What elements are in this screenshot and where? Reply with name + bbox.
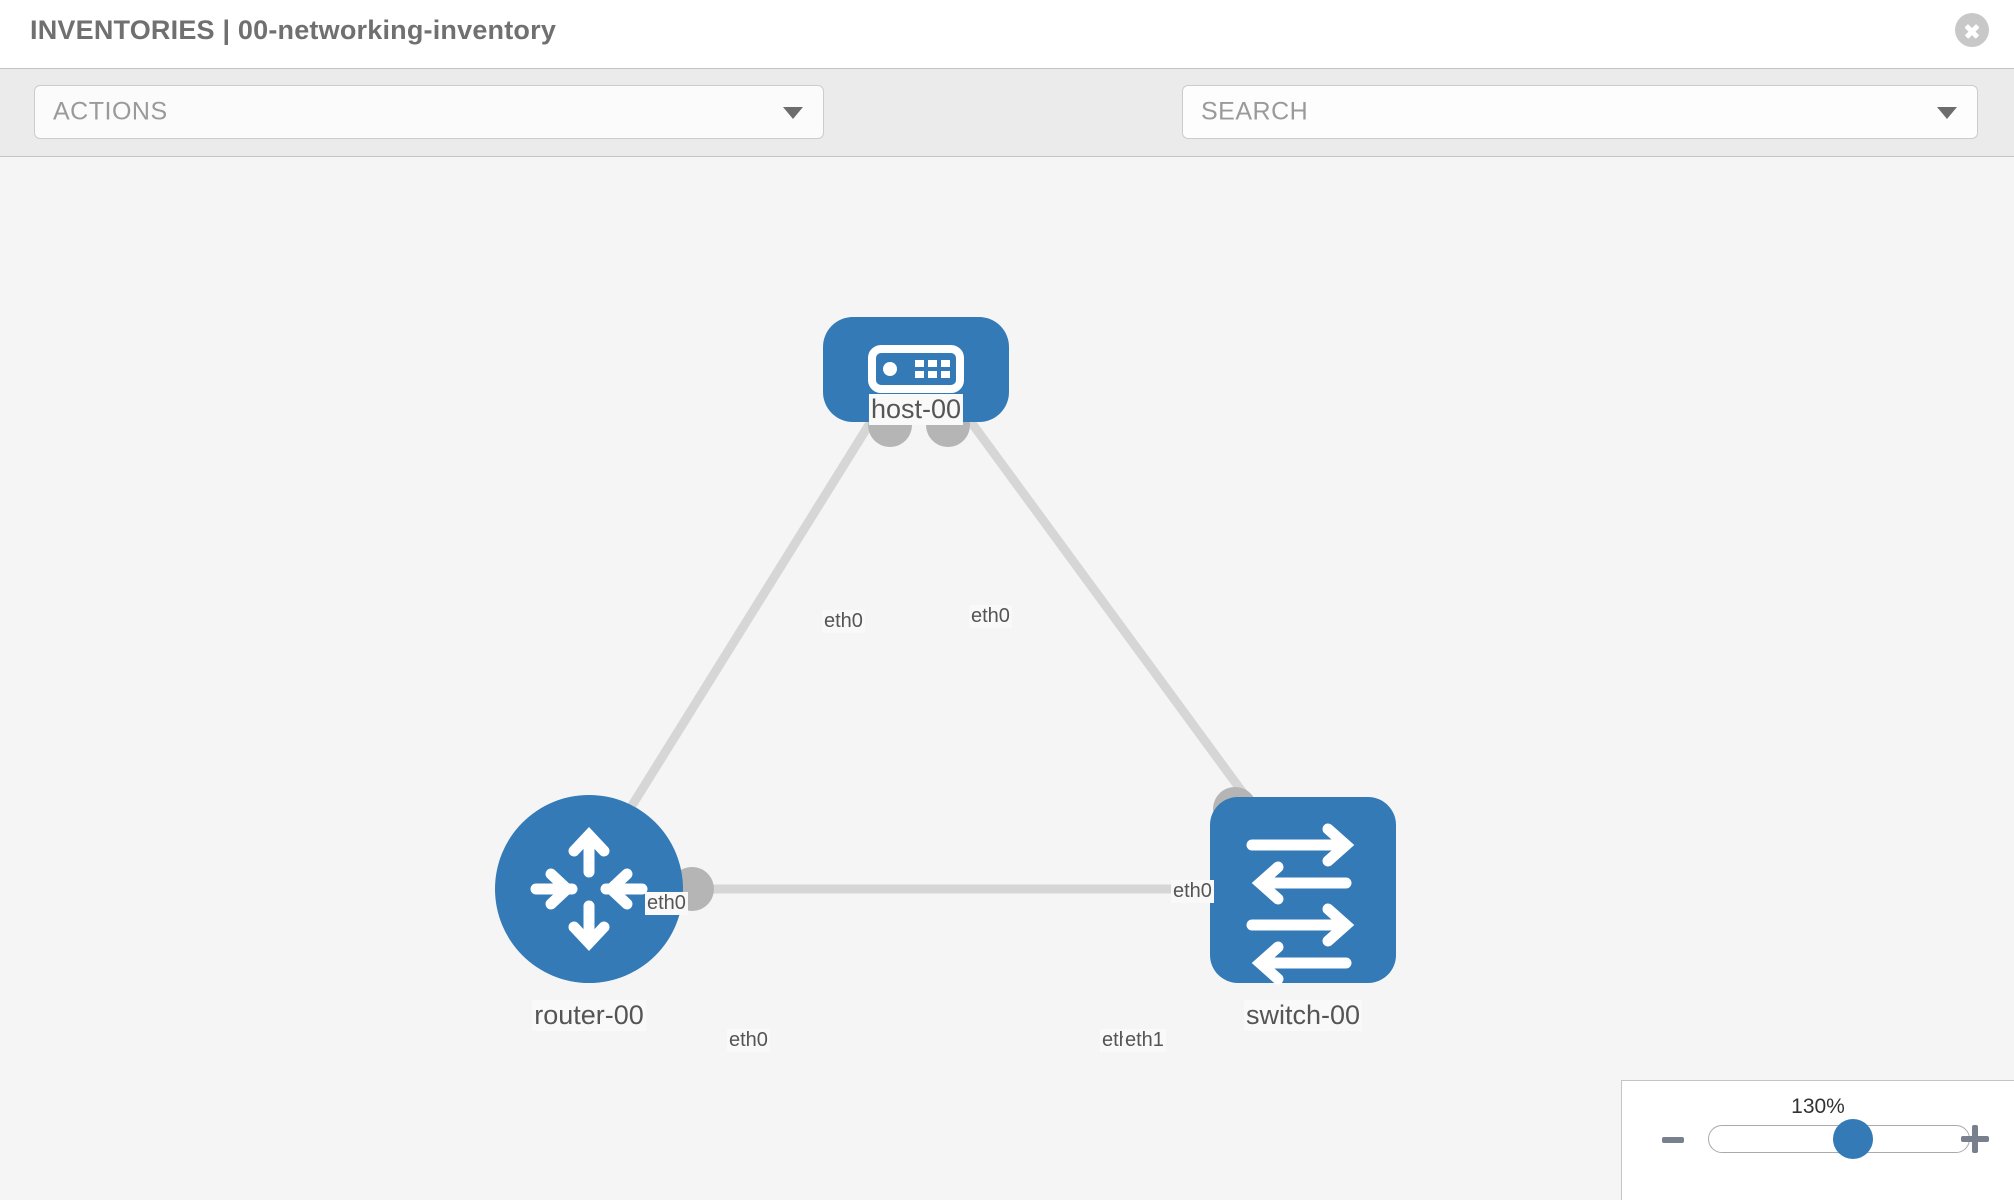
topology-svg [495, 317, 1396, 985]
search-input[interactable]: SEARCH [1182, 85, 1978, 139]
edge-label-host-switch-near-switch: eth0 [1171, 880, 1214, 903]
page-title: INVENTORIES | 00-networking-inventory [30, 15, 557, 45]
toolbar: ACTIONS SEARCH [0, 68, 2014, 196]
edge-label-host-router-near-router: eth0 [645, 892, 688, 915]
zoom-in-button[interactable] [1961, 1125, 1989, 1153]
edge-label-host-router-near-host: eth0 [822, 610, 865, 633]
zoom-out-button[interactable] [1662, 1137, 1684, 1143]
edge-label-router-switch-near-router: eth0 [727, 1029, 770, 1052]
zoom-slider-thumb[interactable] [1833, 1119, 1873, 1159]
edge-label-router-switch-near-switch-eth1: eth1 [1123, 1029, 1166, 1052]
node-label-router-00: router-00 [532, 1000, 646, 1031]
zoom-level-value: 130% [1791, 1095, 1845, 1118]
chevron-down-icon [783, 107, 803, 119]
node-router-00[interactable] [495, 795, 683, 983]
switch-arrows-icon [1246, 823, 1355, 985]
search-placeholder: SEARCH [1201, 97, 1309, 126]
node-label-host-00: host-00 [868, 394, 964, 425]
host-device-icon [868, 345, 964, 393]
actions-dropdown-label: ACTIONS [53, 97, 168, 126]
close-icon[interactable] [1955, 13, 1989, 47]
chevron-down-icon [1937, 107, 1957, 119]
link-host-switch[interactable] [956, 404, 1294, 860]
zoom-control-panel: 130% [1621, 1080, 2014, 1200]
node-switch-00[interactable] [1210, 797, 1396, 985]
page-header: INVENTORIES | 00-networking-inventory [0, 0, 2014, 68]
topology-canvas[interactable]: host-00 router-00 switch-00 eth0 eth0 et… [0, 157, 2014, 1200]
edge-label-host-switch-near-host: eth0 [969, 605, 1012, 628]
node-label-switch-00: switch-00 [1243, 1000, 1363, 1031]
router-arrows-icon [530, 826, 648, 952]
actions-dropdown[interactable]: ACTIONS [34, 85, 824, 139]
topology-links [596, 404, 1294, 894]
topology-ports [670, 403, 1257, 911]
link-host-router[interactable] [596, 404, 884, 860]
